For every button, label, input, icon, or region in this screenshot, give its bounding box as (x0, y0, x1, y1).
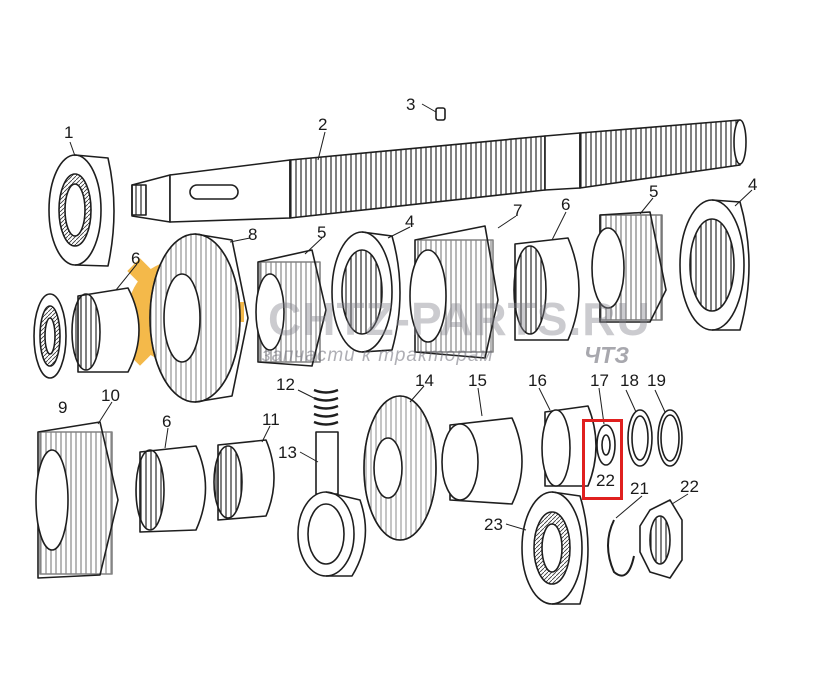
part-17-nut (596, 424, 616, 466)
part-10-gear (35, 421, 119, 579)
callout-17[interactable]: 17 (590, 371, 609, 390)
part-19-ring (657, 409, 683, 467)
callout-18[interactable]: 18 (620, 371, 639, 390)
callout-6-left[interactable]: 6 (131, 249, 141, 268)
callout-5-right[interactable]: 5 (649, 182, 659, 201)
callout-23[interactable]: 23 (484, 515, 503, 534)
callout-9[interactable]: 9 (58, 398, 68, 417)
callout-19[interactable]: 19 (647, 371, 666, 390)
callout-12[interactable]: 12 (276, 375, 295, 394)
part-6-coupling-left (71, 287, 140, 373)
callout-2[interactable]: 2 (318, 115, 328, 134)
callout-1[interactable]: 1 (64, 123, 74, 142)
part-1-bearing (48, 154, 115, 267)
part-4-sleeve-right (679, 199, 750, 331)
part-11-hub (213, 439, 275, 521)
callout-5-middle[interactable]: 5 (317, 223, 327, 242)
watermark-tagline: запчасти к тракторам (262, 345, 494, 366)
callout-4-right[interactable]: 4 (748, 175, 758, 194)
part-14-gear (363, 395, 437, 541)
callout-6-bottom[interactable]: 6 (162, 412, 172, 431)
part-13-fork (297, 431, 367, 577)
highlight-box-part-22[interactable] (582, 419, 623, 500)
part-18-ring (627, 409, 653, 467)
part-5-gear-middle (255, 249, 327, 367)
part-22-nut (639, 499, 683, 579)
part-2-shaft (131, 119, 747, 223)
callout-3[interactable]: 3 (406, 95, 416, 114)
callout-7[interactable]: 7 (513, 201, 523, 220)
part-23-bearing (521, 491, 589, 605)
part-15-sleeve (441, 417, 523, 505)
callout-15[interactable]: 15 (468, 371, 487, 390)
callout-6-right[interactable]: 6 (561, 195, 571, 214)
callout-21[interactable]: 21 (630, 479, 649, 498)
part-4-sleeve-middle (331, 231, 401, 353)
callout-22[interactable]: 22 (680, 477, 699, 496)
watermark-site: CHTZ-PARTS.RU (268, 293, 651, 345)
part-8-gear (149, 233, 249, 403)
part-12-spring (313, 388, 339, 426)
part-6-coupling-bottom (135, 445, 207, 533)
leader-lines (69, 103, 753, 531)
callout-16[interactable]: 16 (528, 371, 547, 390)
part-6-coupling-right (513, 237, 580, 341)
part-21-snap-ring (607, 519, 635, 577)
part-9-bearing (33, 293, 67, 379)
callout-13[interactable]: 13 (278, 443, 297, 462)
callout-4-middle[interactable]: 4 (405, 212, 415, 231)
callout-10[interactable]: 10 (101, 386, 120, 405)
highlight-label-22[interactable]: 22 (596, 471, 615, 490)
part-3-pin (435, 107, 446, 121)
callout-11[interactable]: 11 (262, 410, 280, 429)
watermark-brand: ЧТЗ (584, 342, 630, 368)
part-7-gear (409, 225, 499, 359)
callout-14[interactable]: 14 (415, 371, 434, 390)
callout-8[interactable]: 8 (248, 225, 258, 244)
